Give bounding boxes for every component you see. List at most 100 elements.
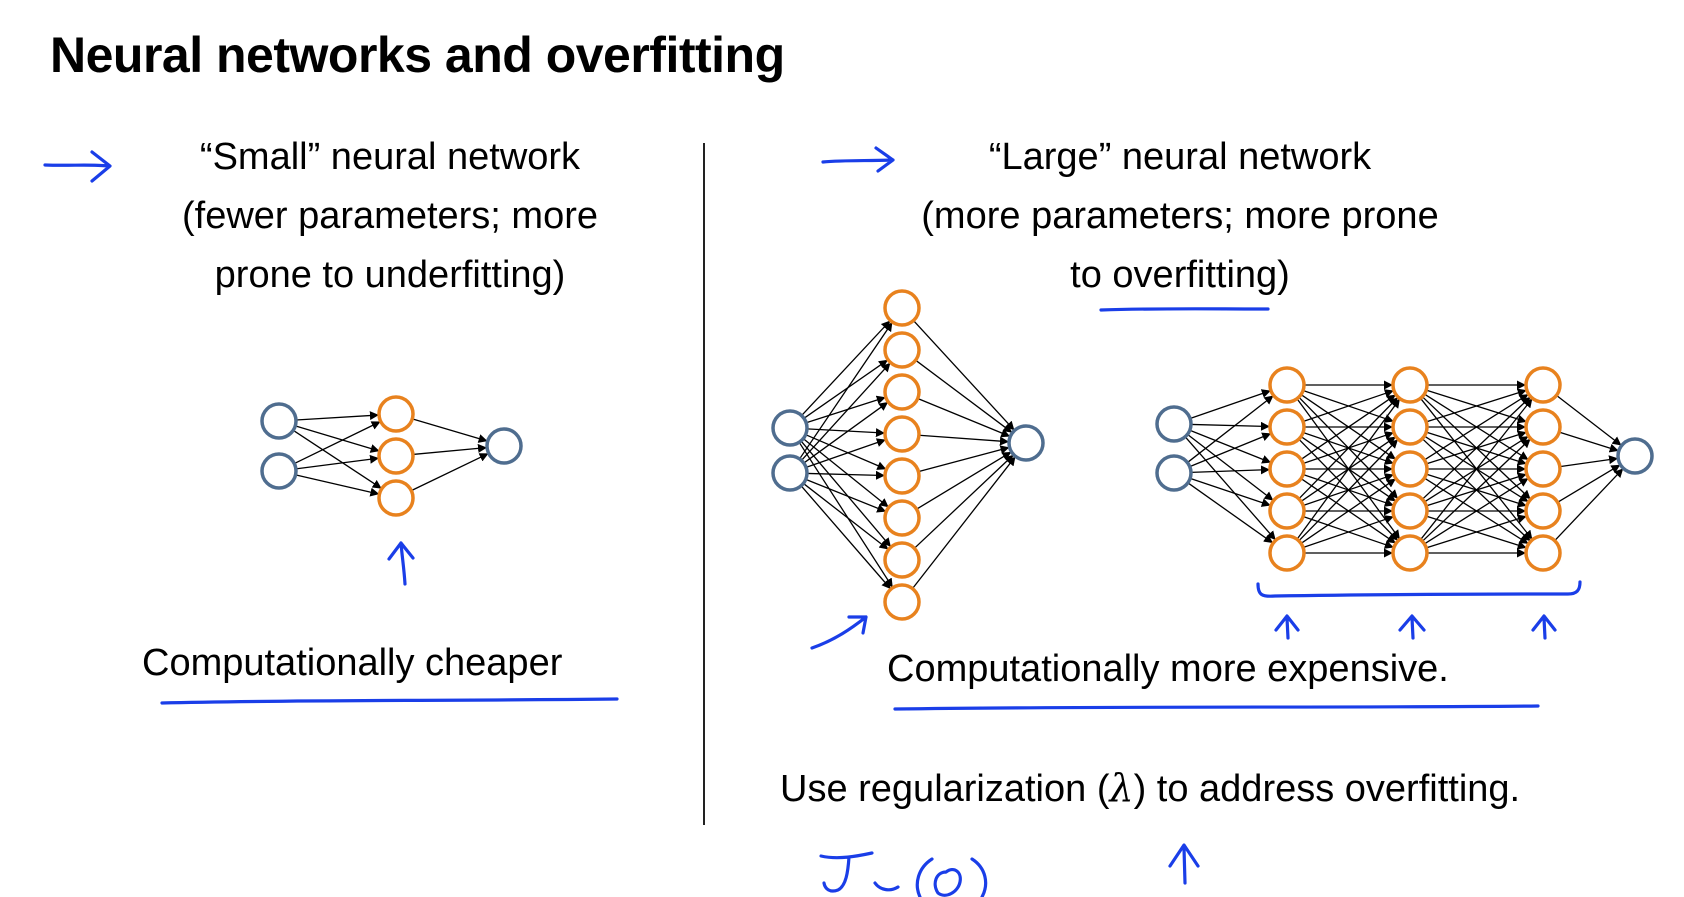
deep-network-edge bbox=[1300, 394, 1396, 460]
wide-network-edge bbox=[805, 478, 887, 513]
overfitting-underline bbox=[1099, 307, 1270, 312]
deep-network-edge bbox=[1426, 388, 1527, 423]
wide-network-edge bbox=[806, 470, 885, 480]
wide-network-input-node bbox=[771, 409, 809, 447]
regularization-prefix: Use regularization ( bbox=[780, 768, 1110, 810]
wide-network-hidden-node bbox=[883, 499, 921, 537]
deep-network-edge bbox=[1420, 398, 1533, 541]
deep-network-edge bbox=[1190, 421, 1270, 431]
lambda-up-arrow bbox=[1168, 843, 1200, 885]
wide-network-edge bbox=[913, 454, 1014, 549]
small-network-heading: “Small” neural network (fewer parameters… bbox=[120, 128, 660, 305]
deep-network-hidden-node bbox=[1268, 450, 1306, 488]
deep-network-edge bbox=[1187, 482, 1274, 544]
large-heading-line-1: “Large” neural network bbox=[988, 136, 1372, 178]
wide-network-edge bbox=[800, 440, 891, 547]
deep-network-input-node bbox=[1155, 454, 1193, 492]
small-network-edge bbox=[412, 443, 487, 456]
wide-network-hidden-node bbox=[883, 331, 921, 369]
deep-network-edge bbox=[1189, 432, 1272, 468]
expensive-underline bbox=[893, 704, 1540, 711]
handwritten-annotations bbox=[43, 146, 1582, 897]
deep-network-edge bbox=[1424, 394, 1529, 461]
layer-3-up-arrow bbox=[1531, 614, 1557, 640]
small-network-hidden-node bbox=[377, 479, 415, 517]
small-heading-line-3: prone to underfitting) bbox=[214, 254, 566, 296]
deep-network-hidden-node bbox=[1391, 492, 1429, 530]
wide-network-edge bbox=[915, 359, 1013, 433]
hidden-layers-bracket bbox=[1256, 580, 1582, 598]
deep-network-edge bbox=[1421, 396, 1531, 500]
deep-network-edge bbox=[1557, 464, 1621, 503]
deep-network-edge bbox=[1424, 478, 1529, 545]
deep-network-hidden-node bbox=[1391, 366, 1429, 404]
small-network-hidden-node bbox=[377, 395, 415, 433]
input-pointer-arrow bbox=[810, 615, 868, 650]
hidden-layer-up-arrow bbox=[387, 541, 415, 586]
wide-network-edge bbox=[803, 402, 889, 464]
large-network-pointer-arrow bbox=[821, 146, 895, 173]
wide-network-hidden-node bbox=[883, 583, 921, 621]
deep-network-hidden-node bbox=[1524, 366, 1562, 404]
small-network-edge bbox=[295, 474, 380, 497]
cheaper-underline bbox=[160, 697, 619, 705]
deep-network-hidden-node bbox=[1524, 450, 1562, 488]
network-edges bbox=[292, 320, 1624, 590]
small-network-edge bbox=[295, 411, 379, 421]
wide-network-edge bbox=[805, 438, 886, 469]
deep-network-hidden-node bbox=[1268, 366, 1306, 404]
deep-network-input-node bbox=[1155, 405, 1193, 443]
deep-network-hidden-node bbox=[1524, 492, 1562, 530]
small-network-edge bbox=[412, 418, 488, 443]
wide-network-hidden-node bbox=[883, 373, 921, 411]
expensive-caption: Computationally more expensive. bbox=[887, 648, 1449, 690]
wide-network-edge bbox=[918, 434, 1009, 446]
page-title: Neural networks and overfitting bbox=[50, 27, 785, 83]
large-heading-line-3-suffix: ) bbox=[1277, 254, 1290, 296]
wide-network-edge bbox=[803, 359, 888, 419]
wide-network-edge bbox=[913, 320, 1015, 431]
lambda-symbol: λ bbox=[1109, 766, 1134, 810]
wide-network-edge bbox=[911, 456, 1016, 589]
small-network-edge bbox=[295, 454, 380, 470]
regularization-note: Use regularization (λ) to address overfi… bbox=[780, 766, 1520, 811]
deep-network-hidden-node bbox=[1391, 450, 1429, 488]
wide-network-hidden-node bbox=[883, 457, 921, 495]
layer-2-up-arrow bbox=[1398, 614, 1426, 640]
cost-function-scribble bbox=[819, 851, 988, 897]
deep-network-hidden-node bbox=[1524, 408, 1562, 446]
wide-network-edge bbox=[917, 397, 1011, 438]
deep-network-edge bbox=[1190, 465, 1270, 475]
small-network-pointer-arrow bbox=[43, 150, 112, 183]
small-network-edge bbox=[293, 421, 381, 465]
layer-1-up-arrow bbox=[1274, 614, 1300, 640]
wide-network-edge bbox=[798, 441, 893, 588]
wide-network-edge bbox=[800, 362, 891, 461]
wide-network-output-node bbox=[1007, 424, 1045, 462]
deep-network-edge bbox=[1298, 439, 1399, 542]
deep-network-hidden-node bbox=[1268, 534, 1306, 572]
network-nodes bbox=[260, 289, 1654, 621]
column-divider bbox=[703, 143, 705, 825]
large-heading-line-3: to overfitting) bbox=[800, 246, 1560, 305]
small-network-edge bbox=[411, 453, 489, 492]
deep-network-edge bbox=[1421, 438, 1531, 542]
large-heading-line-3-prefix: to bbox=[1070, 254, 1113, 296]
wide-network-edge bbox=[801, 320, 891, 417]
small-network-input-node bbox=[260, 452, 298, 490]
wide-network-input-node bbox=[771, 454, 809, 492]
small-network-edge bbox=[295, 425, 380, 453]
deep-network-hidden-node bbox=[1391, 534, 1429, 572]
deep-network-edge bbox=[1189, 429, 1272, 464]
wide-network-edge bbox=[916, 451, 1012, 510]
wide-network-edge bbox=[800, 485, 891, 590]
small-network-edge bbox=[292, 429, 382, 489]
large-network-heading: “Large” neural network (more parameters;… bbox=[800, 128, 1560, 305]
deep-network-output-node bbox=[1616, 437, 1654, 475]
large-heading-line-2: (more parameters; more prone bbox=[921, 195, 1439, 237]
deep-network-edge bbox=[1189, 389, 1271, 420]
small-network-hidden-node bbox=[377, 437, 415, 475]
wide-network-hidden-node bbox=[883, 415, 921, 453]
deep-network-edge bbox=[1559, 455, 1619, 468]
